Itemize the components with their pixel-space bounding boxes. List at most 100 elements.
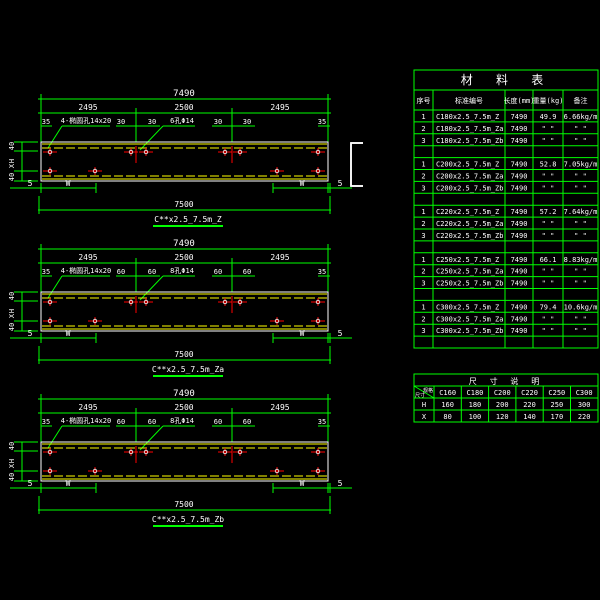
hole-mark [315,449,321,455]
table-cell: " " [542,125,555,133]
hole-mark [315,168,321,174]
table-cell: 1 [421,303,425,311]
table-cell: " " [574,327,587,335]
dimension-segment: 2495 [78,103,97,112]
table-cell: 8.83kg/m [564,256,598,264]
table-cell: 1 [421,113,425,121]
hole-mark [92,168,98,174]
end-offset-label: 5 [28,479,33,488]
size-cell: 100 [469,413,482,421]
line [139,275,164,301]
table-cell: 6.66kg/m [564,113,598,121]
dimension-small: 60 [214,268,222,276]
slot-hole-label: 4-椭圆孔14x20 [61,416,112,425]
column-header: 序号 [417,96,431,105]
hole-mark [47,318,53,324]
end-offset-label: 5 [338,479,343,488]
dimension-segment: 2495 [270,253,289,262]
column-header: 长度(mm) [504,96,535,105]
line [47,125,63,149]
dimension-segment: 2495 [78,253,97,262]
dimension-small: 30 [148,118,156,126]
w-dimension-label: W [66,329,71,338]
table-cell: " " [542,184,555,192]
side-dimension-label: X [8,463,16,468]
hole-mark [222,449,228,455]
column-header: 备注 [574,96,588,105]
hole-mark [47,168,53,174]
table-cell: C250x2.5_7.5m_Zb [436,280,503,288]
side-dimension-label: 40 [8,173,16,181]
table-cell: C180x2.5_7.5m_Z [436,113,499,121]
size-row-label: X [422,413,427,421]
dimension-small: 60 [148,418,156,426]
dimension-segment: 2495 [270,403,289,412]
side-dimension-label: 40 [8,442,16,450]
table-cell: 7490 [511,303,528,311]
table-cell: 1 [421,161,425,169]
dimension-small: 30 [117,118,125,126]
table-cell: C220x2.5_7.5m_Z [436,208,499,216]
hole-mark [315,299,321,305]
table-cell: 7.64kg/m [564,208,598,216]
size-cell: 220 [578,413,591,421]
hole-mark [222,149,228,155]
table-cell: 7490 [511,268,528,276]
beam-outline [40,291,329,332]
hole-mark [237,299,243,305]
table-cell: " " [574,220,587,228]
side-dimension-label: H [8,159,16,163]
table-cell: C180x2.5_7.5m_Zb [436,137,503,145]
w-dimension-label: W [66,479,71,488]
table-cell: 3 [421,184,425,192]
table-cell: 2 [421,173,425,181]
table-cell: " " [542,280,555,288]
table-cell: 7490 [511,125,528,133]
table-cell: " " [542,232,555,240]
dimension-small: 60 [243,268,251,276]
w-dimension-label: W [300,479,305,488]
size-cell: 160 [441,401,454,409]
dimension-segment: 2500 [174,103,193,112]
dimension-small: 35 [42,418,50,426]
dimension-small: 35 [42,118,50,126]
table-cell: C200x2.5_7.5m_Zb [436,184,503,192]
hole-mark [128,299,134,305]
table-cell: C250x2.5_7.5m_Z [436,256,499,264]
side-dimension-label: 40 [8,473,16,481]
table-cell: 7.05kg/m [564,161,598,169]
side-dimension-label: 40 [8,323,16,331]
dimension-small: 60 [117,418,125,426]
hole-mark [237,149,243,155]
table-cell: 7490 [511,173,528,181]
table-cell: 2 [421,220,425,228]
table-cell: 52.8 [540,161,557,169]
hole-mark [47,468,53,474]
table-cell: 7490 [511,232,528,240]
table-cell: " " [542,327,555,335]
hole-mark [274,318,280,324]
hole-label: 6孔Φ14 [170,117,194,125]
table-cell: C300x2.5_7.5m_Za [436,315,503,323]
size-column-header: C250 [548,389,565,397]
w-dimension-label: W [66,179,71,188]
view-title: C**x2.5_7.5m_Z [154,215,222,224]
table-cell: " " [574,125,587,133]
dimension-bottom-length: 7500 [174,350,193,359]
dimension-total-length: 7490 [173,389,195,399]
dimension-bottom-length: 7500 [174,500,193,509]
dimension-small: 30 [243,118,251,126]
table-cell: 7490 [511,184,528,192]
view-title: C**x2.5_7.5m_Za [152,365,224,374]
table-cell: 7490 [511,161,528,169]
dimension-segment: 2495 [78,403,97,412]
line [139,425,164,451]
hole-mark [92,318,98,324]
table-cell: 49.9 [540,113,557,121]
size-column-header: C200 [494,389,511,397]
